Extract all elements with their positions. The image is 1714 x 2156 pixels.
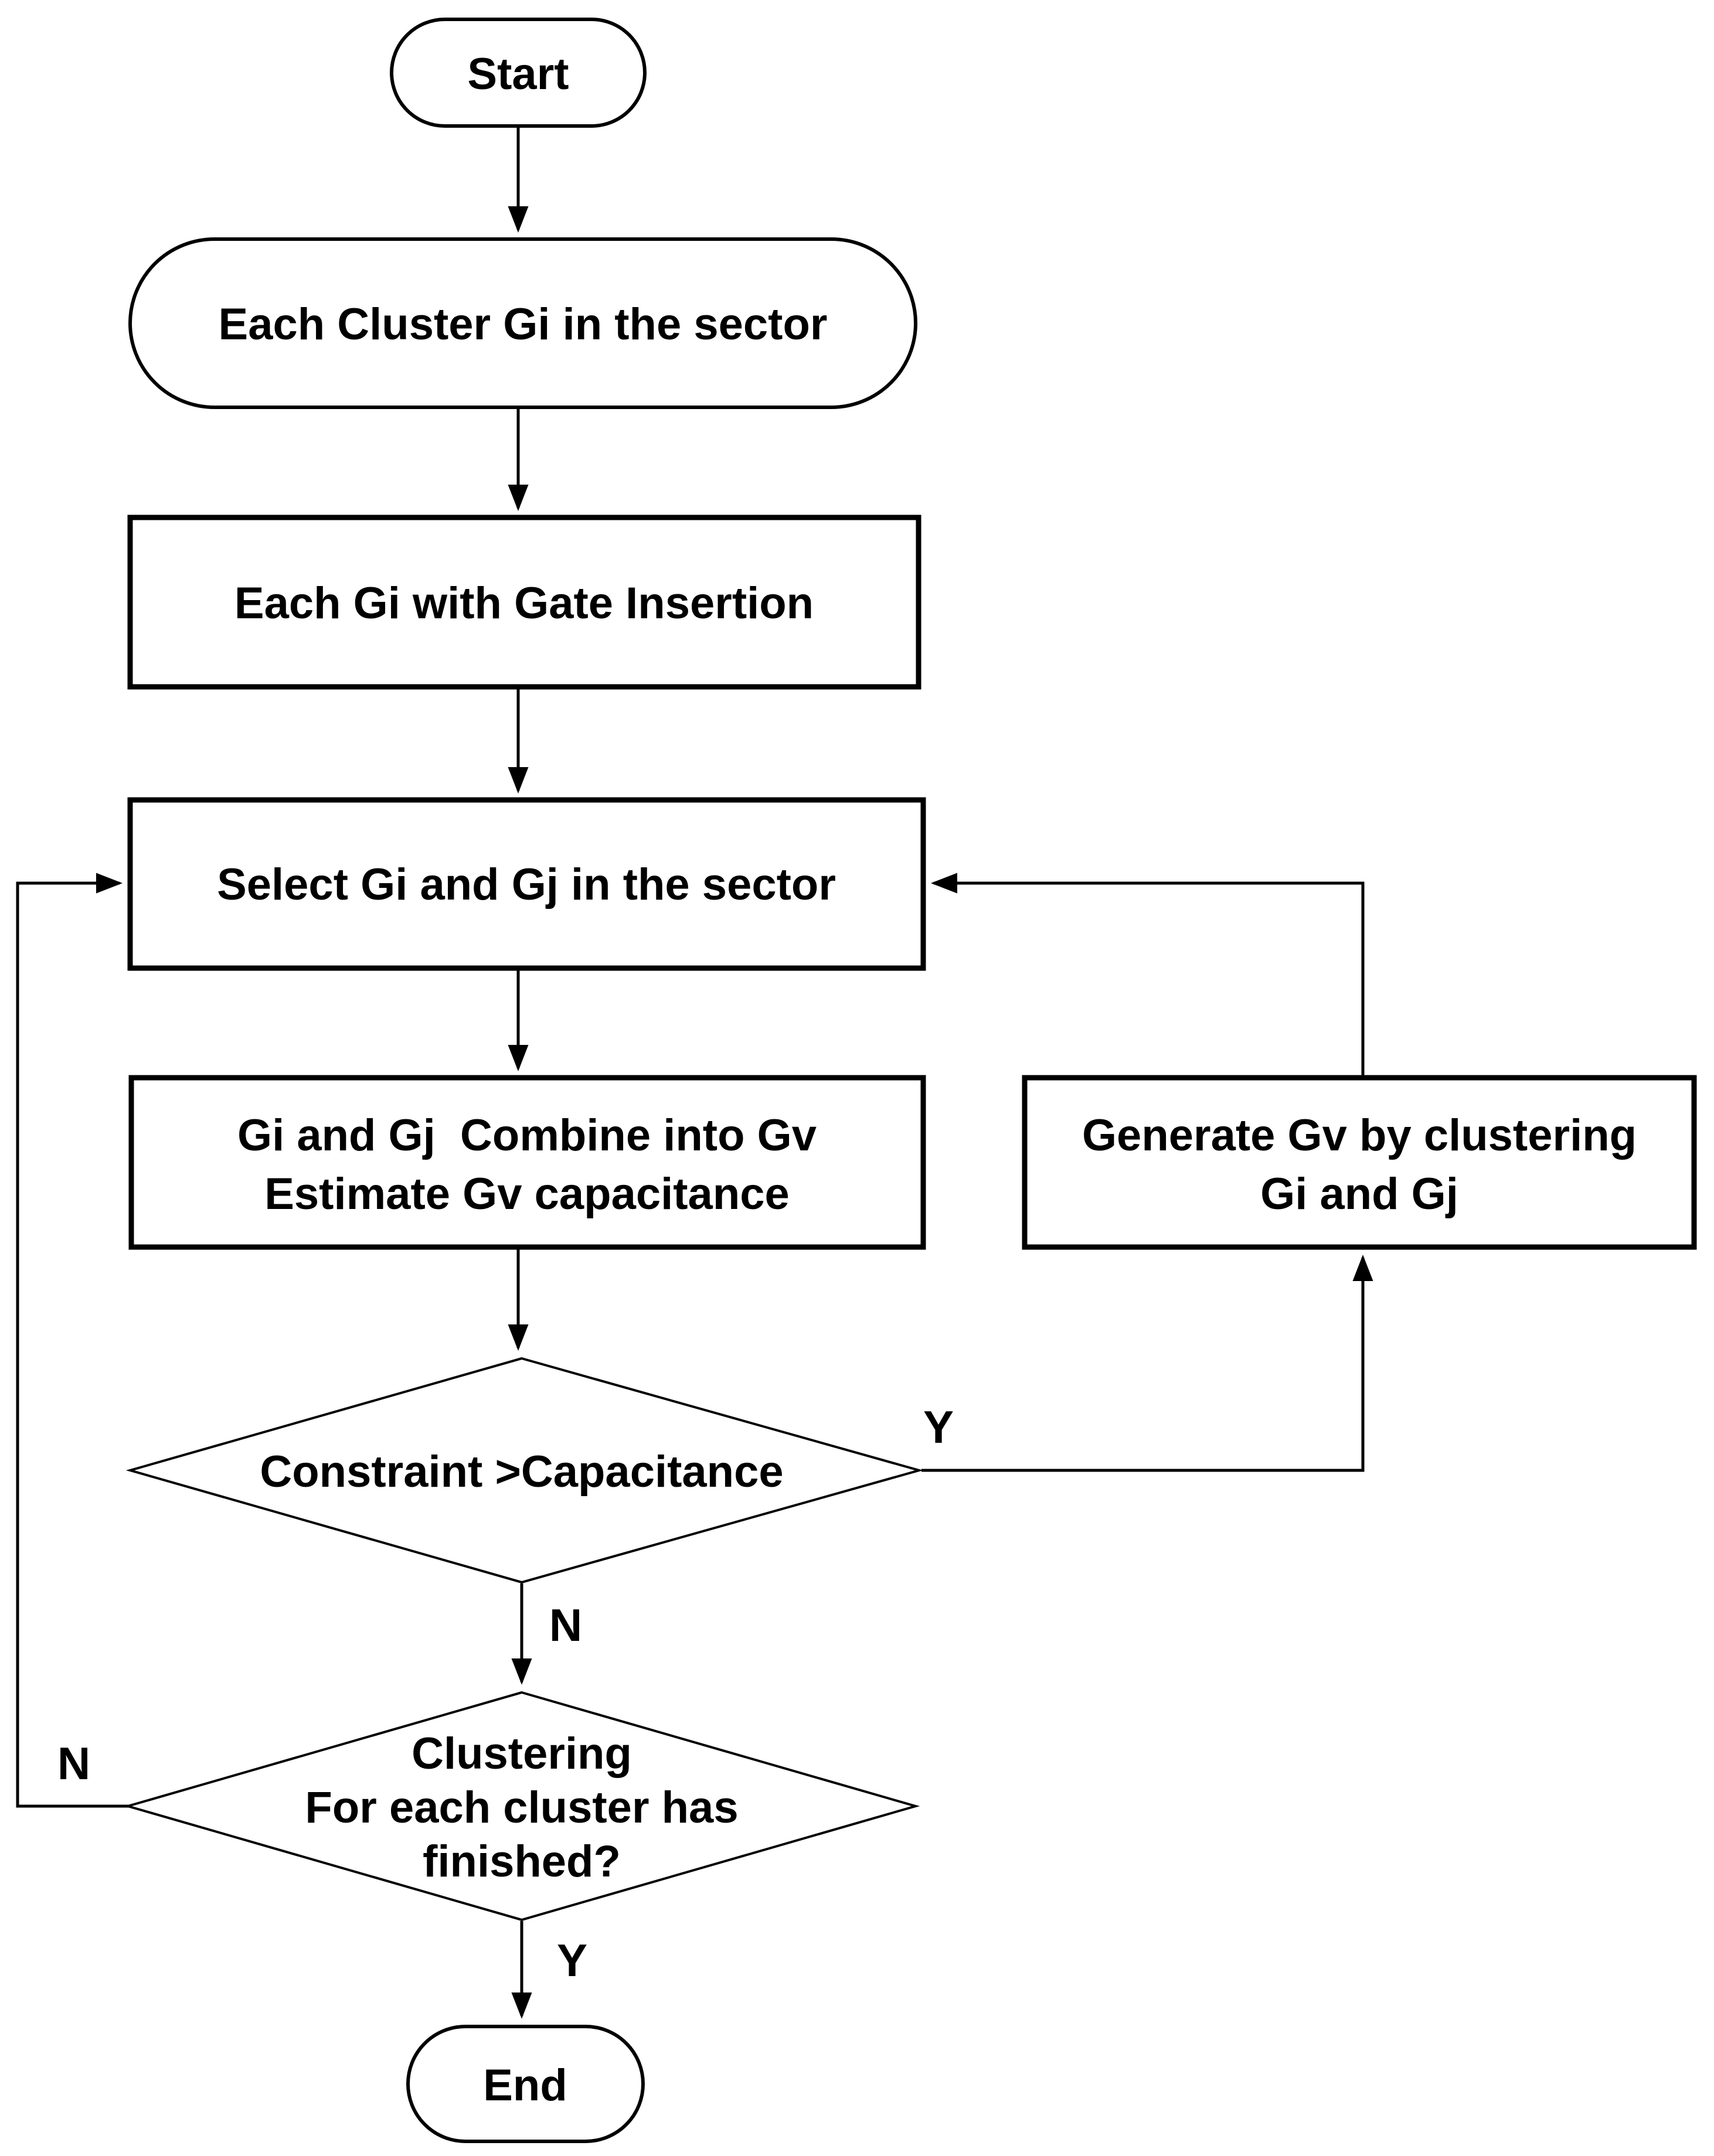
finished-check-label-line1: Clustering: [412, 1729, 632, 1779]
constraint-check-node: [125, 1357, 924, 1584]
start-node: [390, 18, 647, 128]
gate-insertion-node: [127, 515, 921, 690]
finished-check-node: [123, 1691, 920, 1922]
finished-no-label: N: [57, 1738, 90, 1789]
each-cluster-node: [128, 237, 917, 409]
generate-label-line2: Gi and Gj: [1260, 1169, 1458, 1219]
start-label: Start: [467, 49, 569, 99]
edge-generate-to-select: [931, 873, 1365, 1077]
combine-label-line1: Gi and Gj Combine into Gv: [237, 1111, 817, 1160]
finished-yes-label: Y: [557, 1934, 587, 1986]
each-cluster-label: Each Cluster Gi in the sector: [219, 299, 828, 349]
constraint-yes-label: Y: [923, 1401, 954, 1453]
gate-insertion-label: Each Gi with Gate Insertion: [234, 578, 814, 628]
generate-label-line1: Generate Gv by clustering: [1082, 1111, 1637, 1160]
generate-node: [1022, 1075, 1697, 1250]
constraint-check-label: Constraint >Capacitance: [260, 1447, 783, 1497]
combine-node: [128, 1075, 926, 1250]
select-pair-node: [127, 797, 926, 971]
end-node: [406, 2025, 645, 2143]
edge-finished-no-to-select: [16, 873, 131, 1808]
finished-check-label-line3: finished?: [423, 1837, 621, 1886]
constraint-no-label: N: [549, 1599, 582, 1651]
end-label: End: [483, 2060, 567, 2110]
select-pair-label: Select Gi and Gj in the sector: [217, 860, 836, 910]
finished-check-label-line2: For each cluster has: [305, 1783, 738, 1833]
edge-constraint-yes-to-generate: [921, 1255, 1373, 1472]
combine-label-line2: Estimate Gv capacitance: [264, 1169, 790, 1219]
